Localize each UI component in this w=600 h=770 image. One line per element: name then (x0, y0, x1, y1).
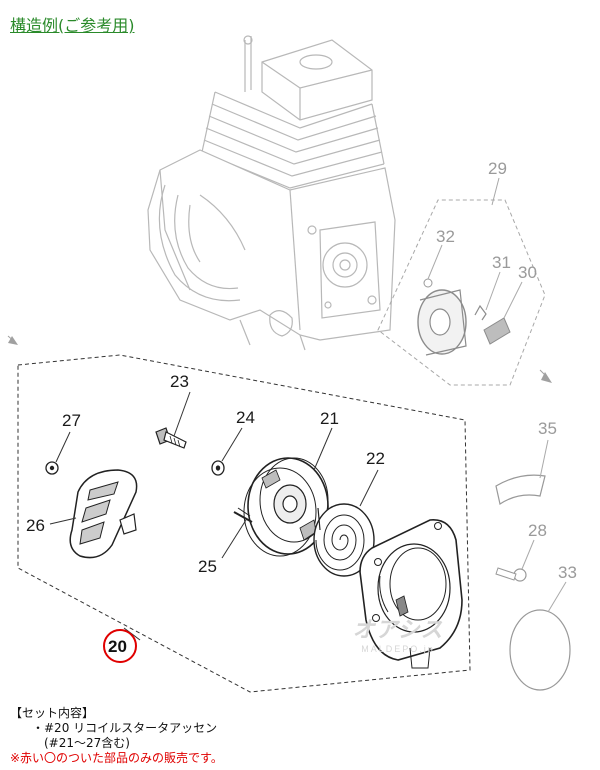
callout-28: 28 (528, 521, 547, 540)
part-24-washer (211, 427, 243, 476)
part-21-reel (243, 427, 333, 557)
callout-24: 24 (236, 408, 255, 427)
part-25-rope (221, 507, 253, 559)
exploded-view-arrows (7, 335, 552, 383)
callout-32: 32 (436, 227, 455, 246)
callout-23: 23 (170, 372, 189, 391)
part-35-plate (495, 439, 549, 505)
callout-21: 21 (320, 409, 339, 428)
part-23-bolt (155, 391, 191, 449)
watermark: オアシス MALDEPO.jp (318, 612, 478, 654)
part-26-handle (49, 469, 138, 559)
engine-illustration (147, 35, 396, 351)
part-22-spring (313, 469, 379, 577)
recoil-starter-group (17, 354, 471, 693)
recoil-cover (359, 519, 463, 669)
watermark-logo: オアシス (352, 618, 444, 643)
callout-31: 31 (492, 253, 511, 272)
sale-warning: ※赤い〇のついた部品のみの販売です。 (10, 751, 223, 765)
part-29-group (377, 177, 546, 386)
page-title: 構造例(ご参考用) (10, 16, 135, 35)
part-27-washer (45, 431, 71, 475)
callout-22: 22 (366, 449, 385, 468)
callout-27: 27 (62, 411, 81, 430)
callout-26: 26 (26, 516, 45, 535)
part-28-screw (495, 539, 535, 582)
callout-25: 25 (198, 557, 217, 576)
callout-35: 35 (538, 419, 557, 438)
set-contents-notes: 【セット内容】 ・#20 リコイルスタータアッセン (#21～27含む) ※赤い… (10, 706, 223, 766)
callout-20: 20 (108, 637, 127, 656)
set-contents-includes: (#21～27含む) (44, 736, 130, 750)
callout-33: 33 (558, 563, 577, 582)
callout-29: 29 (488, 159, 507, 178)
set-contents-item: ・#20 リコイルスタータアッセン (32, 721, 218, 735)
set-contents-heading: 【セット内容】 (10, 706, 95, 720)
highlight-circle (103, 629, 137, 663)
callout-30: 30 (518, 263, 537, 282)
watermark-sub: MALDEPO.jp (361, 644, 435, 654)
part-33-gasket (509, 581, 571, 691)
